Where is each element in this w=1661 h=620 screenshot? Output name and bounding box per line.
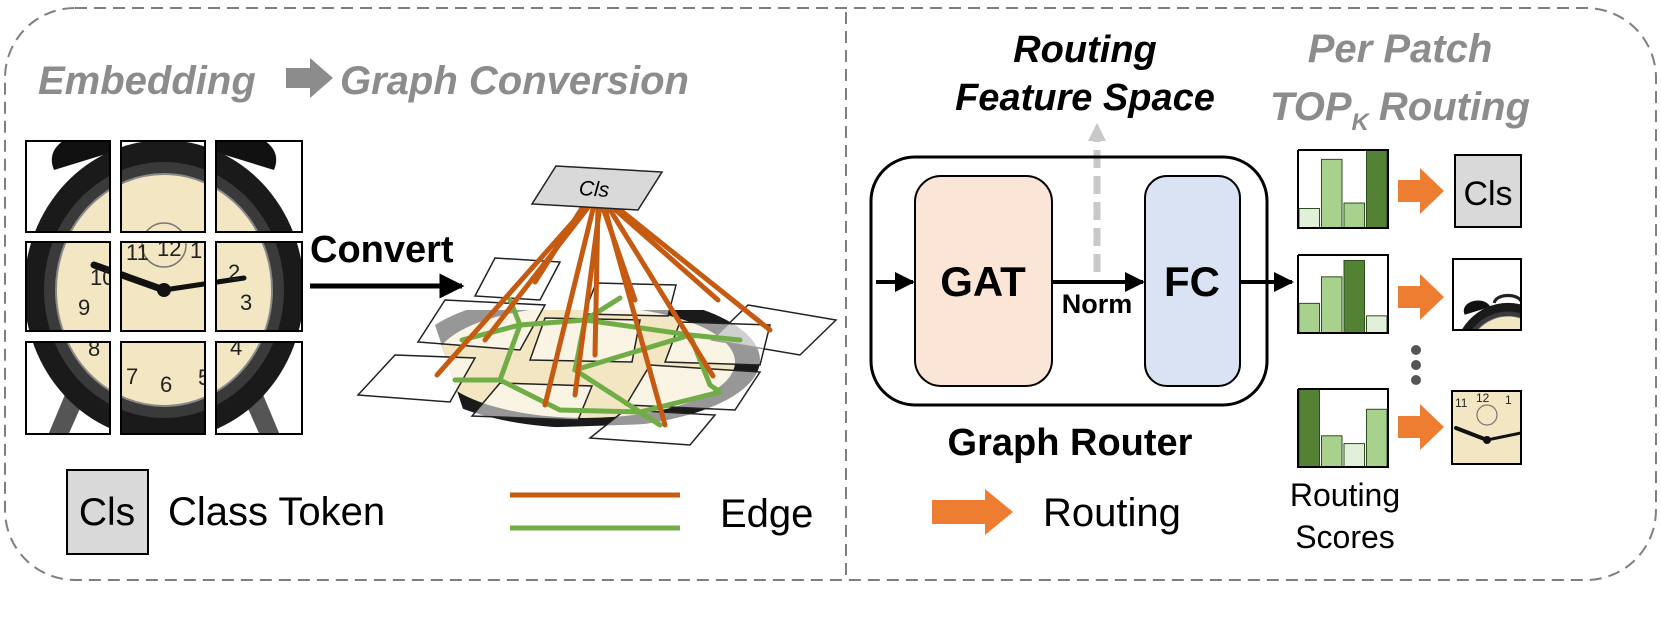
svg-text:9: 9 bbox=[78, 295, 90, 320]
patch-5 bbox=[120, 241, 206, 332]
output-cls-box bbox=[1454, 154, 1522, 228]
orange-edges bbox=[434, 202, 773, 428]
per-patch-line1: Per Patch bbox=[1308, 27, 1493, 71]
routing-scores-line1: Routing bbox=[1290, 477, 1400, 513]
title-graph-conversion: Graph Conversion bbox=[340, 59, 689, 103]
vertical-ellipsis-icon bbox=[1411, 345, 1421, 385]
graph-view: Cls bbox=[356, 165, 838, 446]
patch-4 bbox=[25, 241, 111, 332]
score-bar bbox=[1343, 259, 1365, 334]
output-patch-3: 12 1 11 bbox=[1451, 390, 1522, 465]
legend-edge: Edge bbox=[720, 492, 813, 536]
legend-cls-text: Cls bbox=[79, 491, 135, 534]
patch-3 bbox=[215, 140, 303, 233]
title-embedding: Embedding bbox=[38, 59, 256, 103]
fc-label: FC bbox=[1164, 258, 1220, 305]
svg-text:11: 11 bbox=[126, 240, 149, 265]
title-arrow-icon bbox=[286, 58, 333, 98]
routing-scores-line2: Scores bbox=[1295, 519, 1395, 555]
outer-dashed-border bbox=[4, 7, 1657, 581]
score-chart-2 bbox=[1297, 254, 1389, 334]
routing-feature-line2: Feature Space bbox=[955, 77, 1215, 119]
gat-label: GAT bbox=[940, 258, 1026, 305]
patch-9 bbox=[215, 341, 303, 435]
routing-feature-line1: Routing bbox=[1013, 29, 1157, 71]
svg-text:6: 6 bbox=[160, 372, 172, 397]
patch-1 bbox=[25, 140, 111, 233]
legend-routing-arrow bbox=[932, 489, 1013, 535]
score-bar bbox=[1366, 149, 1388, 229]
score-chart-1 bbox=[1297, 149, 1389, 229]
convert-label: Convert bbox=[310, 229, 454, 271]
legend-cls-box bbox=[66, 469, 149, 555]
svg-text:1: 1 bbox=[190, 238, 202, 263]
score-bar bbox=[1298, 302, 1320, 334]
score-bar bbox=[1298, 208, 1320, 229]
score-bar bbox=[1343, 202, 1365, 229]
output-cls-text: Cls bbox=[1463, 175, 1512, 213]
routing-arrow-3 bbox=[1398, 404, 1444, 450]
svg-text:7: 7 bbox=[126, 364, 138, 389]
patch-8 bbox=[120, 341, 206, 435]
score-chart-3 bbox=[1297, 388, 1389, 468]
cls-token-text: Cls bbox=[578, 177, 610, 202]
routing-arrow-1 bbox=[1398, 168, 1444, 214]
svg-text:12: 12 bbox=[1476, 391, 1490, 405]
svg-text:11: 11 bbox=[1455, 396, 1468, 410]
svg-text:2: 2 bbox=[228, 260, 240, 285]
score-bar bbox=[1321, 435, 1343, 468]
score-chart-frame bbox=[1297, 254, 1389, 334]
score-chart-frame bbox=[1297, 149, 1389, 229]
score-bar bbox=[1366, 315, 1388, 334]
legend-class-token: Class Token bbox=[168, 490, 385, 534]
svg-text:1: 1 bbox=[1505, 393, 1512, 407]
score-bar bbox=[1366, 408, 1388, 468]
patch-7 bbox=[25, 341, 111, 435]
norm-label: Norm bbox=[1062, 289, 1133, 319]
svg-text:3: 3 bbox=[240, 290, 252, 315]
score-bar bbox=[1298, 388, 1320, 468]
patch-6 bbox=[215, 241, 303, 332]
graph-router-label: Graph Router bbox=[948, 422, 1193, 464]
score-bar bbox=[1321, 158, 1343, 229]
cls-token-node bbox=[530, 165, 664, 211]
score-bar bbox=[1321, 276, 1343, 334]
output-patch-2 bbox=[1452, 258, 1522, 331]
legend-routing: Routing bbox=[1043, 491, 1181, 535]
patch-2 bbox=[120, 140, 206, 233]
score-chart-frame bbox=[1297, 388, 1389, 468]
patched-clock-image: 12 1 2 3 4 5 6 7 8 9 10 11 bbox=[22, 138, 307, 438]
routing-arrow-2 bbox=[1398, 274, 1444, 320]
score-bar bbox=[1343, 443, 1365, 468]
